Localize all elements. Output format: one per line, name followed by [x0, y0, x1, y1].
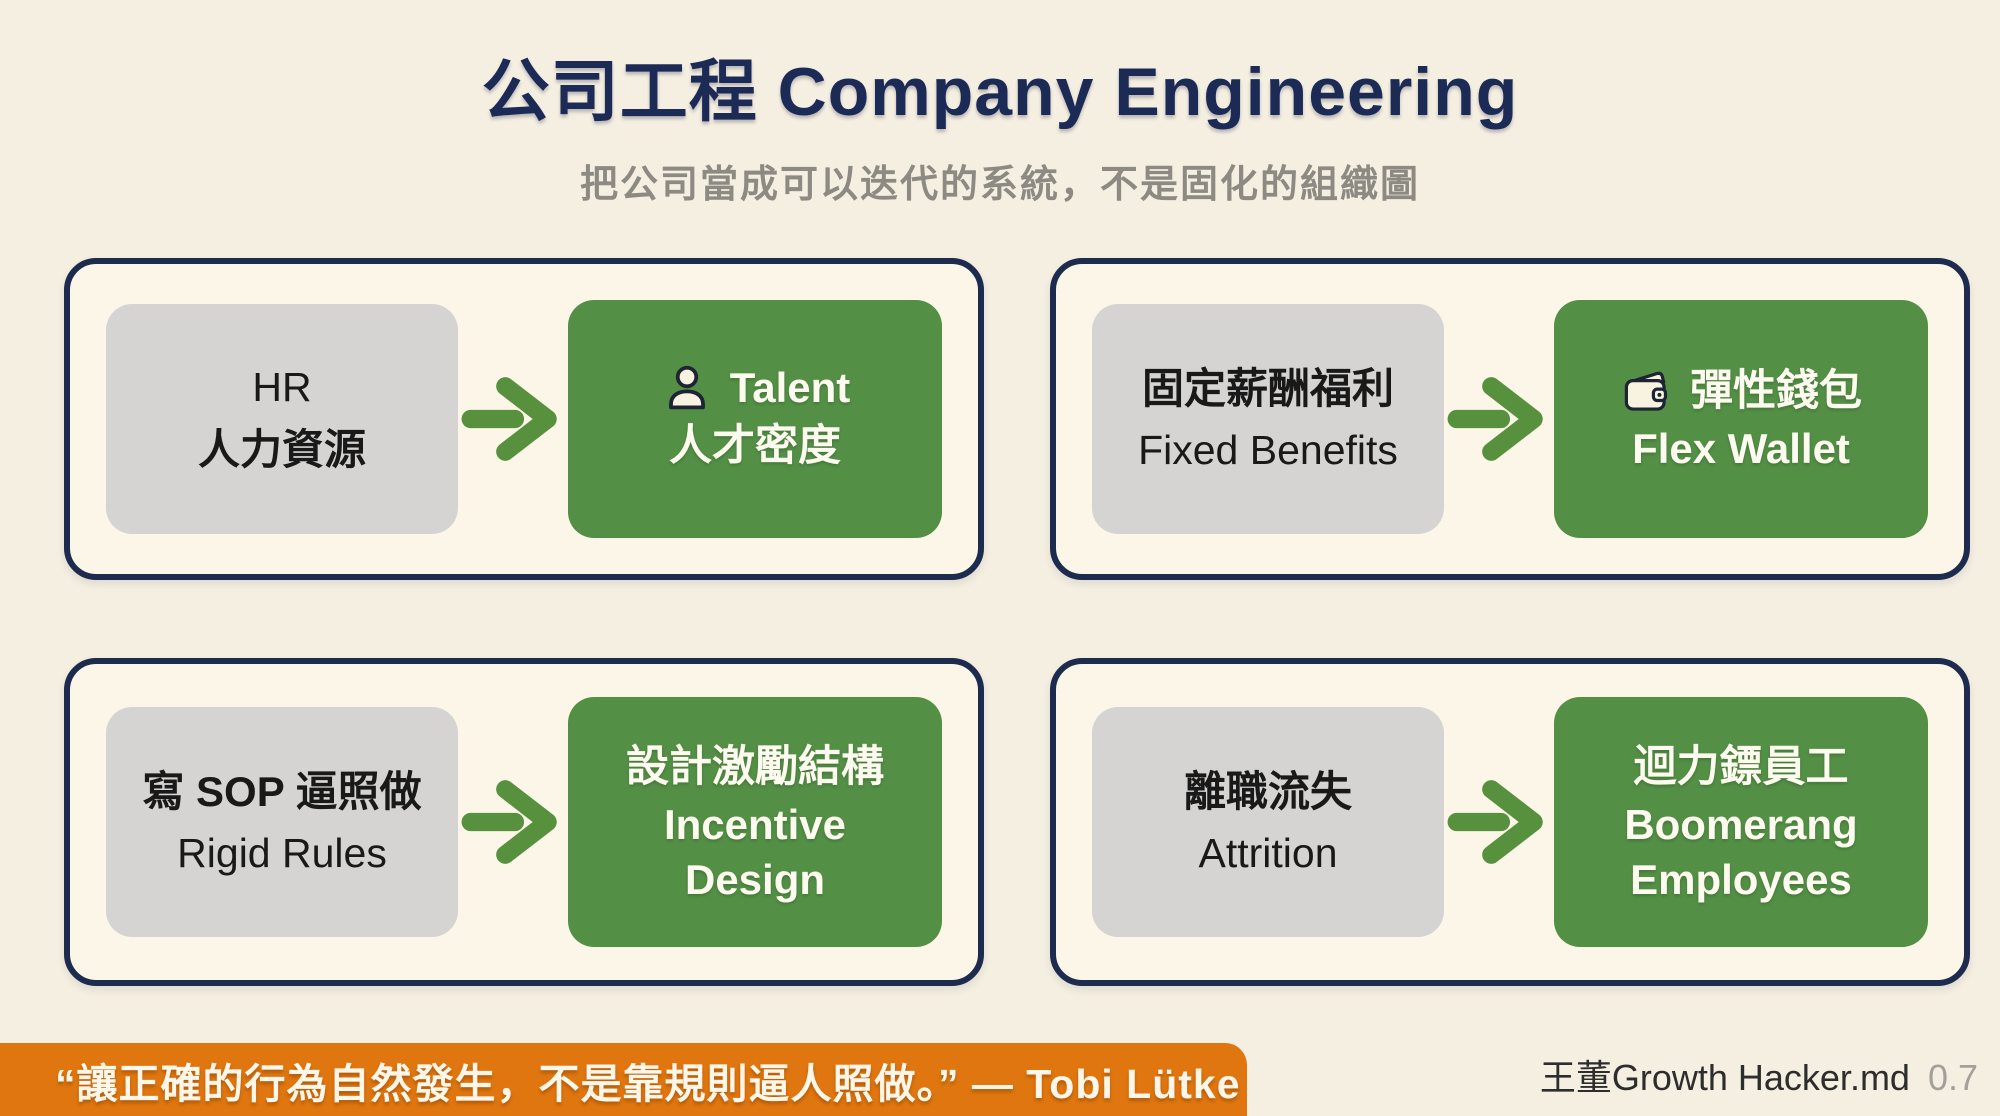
quote-bar: “讓正確的行為自然發生，不是靠規則逼人照做。” — Tobi Lütke — [0, 1043, 1247, 1116]
card-benefits-wallet: 固定薪酬福利 Fixed Benefits 彈性錢包 Flex Wallet — [1050, 258, 1970, 580]
arrow-right-icon — [1447, 377, 1543, 461]
to-line: Boomerang — [1624, 800, 1858, 848]
to-line: 人才密度 — [669, 421, 841, 470]
card-attrition-boomerang: 離職流失 Attrition 迴力鏢員工 Boomerang Employees — [1050, 658, 1970, 986]
to-line: Design — [684, 855, 826, 903]
from-line: 離職流失 — [1183, 767, 1352, 815]
to-line-text: Talent — [729, 364, 851, 412]
to-box-boomerang: 迴力鏢員工 Boomerang Employees — [1554, 697, 1928, 947]
to-line-text: 彈性錢包 — [1690, 367, 1862, 416]
card-hr-talent: HR 人力資源 Talent 人才密度 — [64, 258, 984, 580]
arrow-wrap — [458, 369, 568, 469]
arrow-right-icon — [461, 377, 557, 461]
from-line: 固定薪酬福利 — [1141, 364, 1394, 412]
from-box-hr: HR 人力資源 — [106, 304, 458, 534]
to-line: 設計激勵結構 — [626, 742, 884, 791]
from-box-benefits: 固定薪酬福利 Fixed Benefits — [1092, 304, 1444, 534]
from-box-rules: 寫 SOP 逼照做 Rigid Rules — [106, 707, 458, 937]
to-line: Incentive — [663, 800, 847, 848]
arrow-right-icon — [1447, 780, 1543, 864]
page-title: 公司工程 Company Engineering — [481, 54, 1519, 130]
to-line: 彈性錢包 — [1620, 361, 1862, 422]
from-line: Attrition — [1198, 829, 1338, 876]
page-subtitle: 把公司當成可以迭代的系統，不是固化的組織圖 — [579, 164, 1420, 206]
from-line: Rigid Rules — [177, 829, 387, 876]
to-line: Employees — [1630, 855, 1852, 903]
card-rules-incentive: 寫 SOP 逼照做 Rigid Rules 設計激勵結構 Incentive D… — [64, 658, 984, 986]
attribution-text: 王董Growth Hacker.md — [1539, 1057, 1910, 1098]
to-box-incentive: 設計激勵結構 Incentive Design — [568, 697, 942, 947]
from-line: Fixed Benefits — [1138, 426, 1398, 473]
cards-grid: HR 人力資源 Talent 人才密度 固定薪酬福利 Fixed Benefit… — [64, 258, 1970, 986]
to-line: 迴力鏢員工 — [1633, 742, 1849, 791]
arrow-wrap — [458, 772, 568, 872]
quote-text: “讓正確的行為自然發生，不是靠規則逼人照做。” — Tobi Lütke — [55, 1060, 1241, 1107]
to-line: Talent — [660, 361, 851, 416]
from-line: 寫 SOP 逼照做 — [142, 767, 422, 815]
header: 公司工程 Company Engineering 把公司當成可以迭代的系統，不是… — [0, 0, 2000, 208]
from-box-attrition: 離職流失 Attrition — [1092, 707, 1444, 937]
to-box-wallet: 彈性錢包 Flex Wallet — [1554, 300, 1928, 538]
from-line: 人力資源 — [197, 426, 366, 474]
to-box-talent: Talent 人才密度 — [568, 300, 942, 538]
arrow-right-icon — [461, 780, 557, 864]
to-line: Flex Wallet — [1632, 425, 1850, 473]
attribution: 王董Growth Hacker.md 0.7 — [1540, 1049, 1978, 1101]
from-line: HR — [252, 363, 312, 410]
person-icon — [668, 366, 705, 410]
arrow-wrap — [1444, 772, 1554, 872]
wallet-icon — [1624, 371, 1668, 411]
arrow-wrap — [1444, 369, 1554, 469]
version-number: 0.7 — [1927, 1057, 1978, 1098]
